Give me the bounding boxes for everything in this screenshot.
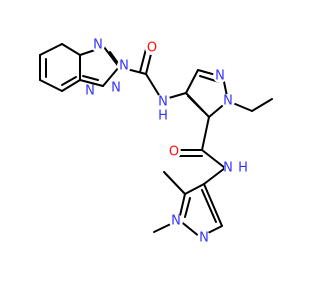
bond: [184, 183, 205, 195]
bond: [79, 79, 104, 87]
hydrogen-label: H: [238, 161, 248, 176]
atom-nh: N H: [223, 160, 248, 176]
oxygen-label: O: [169, 145, 179, 160]
bond: [203, 183, 223, 227]
atom-n: N: [213, 69, 227, 84]
bond: [139, 48, 147, 73]
bond: [102, 66, 120, 87]
bond: [201, 149, 226, 169]
nitrogen-label: N: [111, 81, 121, 96]
bond: [185, 69, 199, 94]
nitrogen-label: N: [199, 231, 209, 246]
bond: [39, 43, 63, 56]
nitrogen-label: N: [93, 38, 103, 53]
nitrogen-label: N: [223, 94, 233, 109]
atom-nh: N H: [155, 94, 171, 124]
atom-o: O: [145, 41, 159, 56]
nitrogen-label: N: [158, 95, 168, 110]
bond: [61, 79, 81, 92]
nitrogen-label: N: [85, 84, 95, 99]
hydrogen-label: H: [158, 109, 168, 124]
molecule-structure-diagram: N N N N O N H N N O N H N: [39, 38, 273, 246]
bond: [39, 79, 63, 92]
bond: [201, 116, 210, 151]
bond: [61, 43, 81, 56]
atom-n: N: [109, 81, 123, 96]
atom-o: O: [167, 145, 181, 160]
atom-n: N: [197, 231, 211, 246]
bond: [251, 98, 273, 112]
bond: [184, 197, 191, 218]
bond: [82, 75, 99, 81]
bond: [163, 171, 186, 195]
atom-n: N: [91, 38, 105, 53]
nitrogen-label: N: [119, 59, 129, 74]
bond: [103, 46, 120, 68]
atom-n: N: [169, 214, 183, 229]
nitrogen-label: N: [223, 161, 233, 176]
atom-n: N: [221, 94, 235, 109]
bond: [61, 76, 77, 86]
atom-n: N: [117, 59, 131, 74]
bond: [203, 167, 226, 185]
bond: [201, 189, 217, 223]
nitrogen-label: N: [171, 214, 181, 229]
atom-n: N: [83, 84, 97, 99]
oxygen-label: O: [147, 41, 157, 56]
bond: [187, 95, 204, 112]
nitrogen-label: N: [215, 69, 225, 84]
